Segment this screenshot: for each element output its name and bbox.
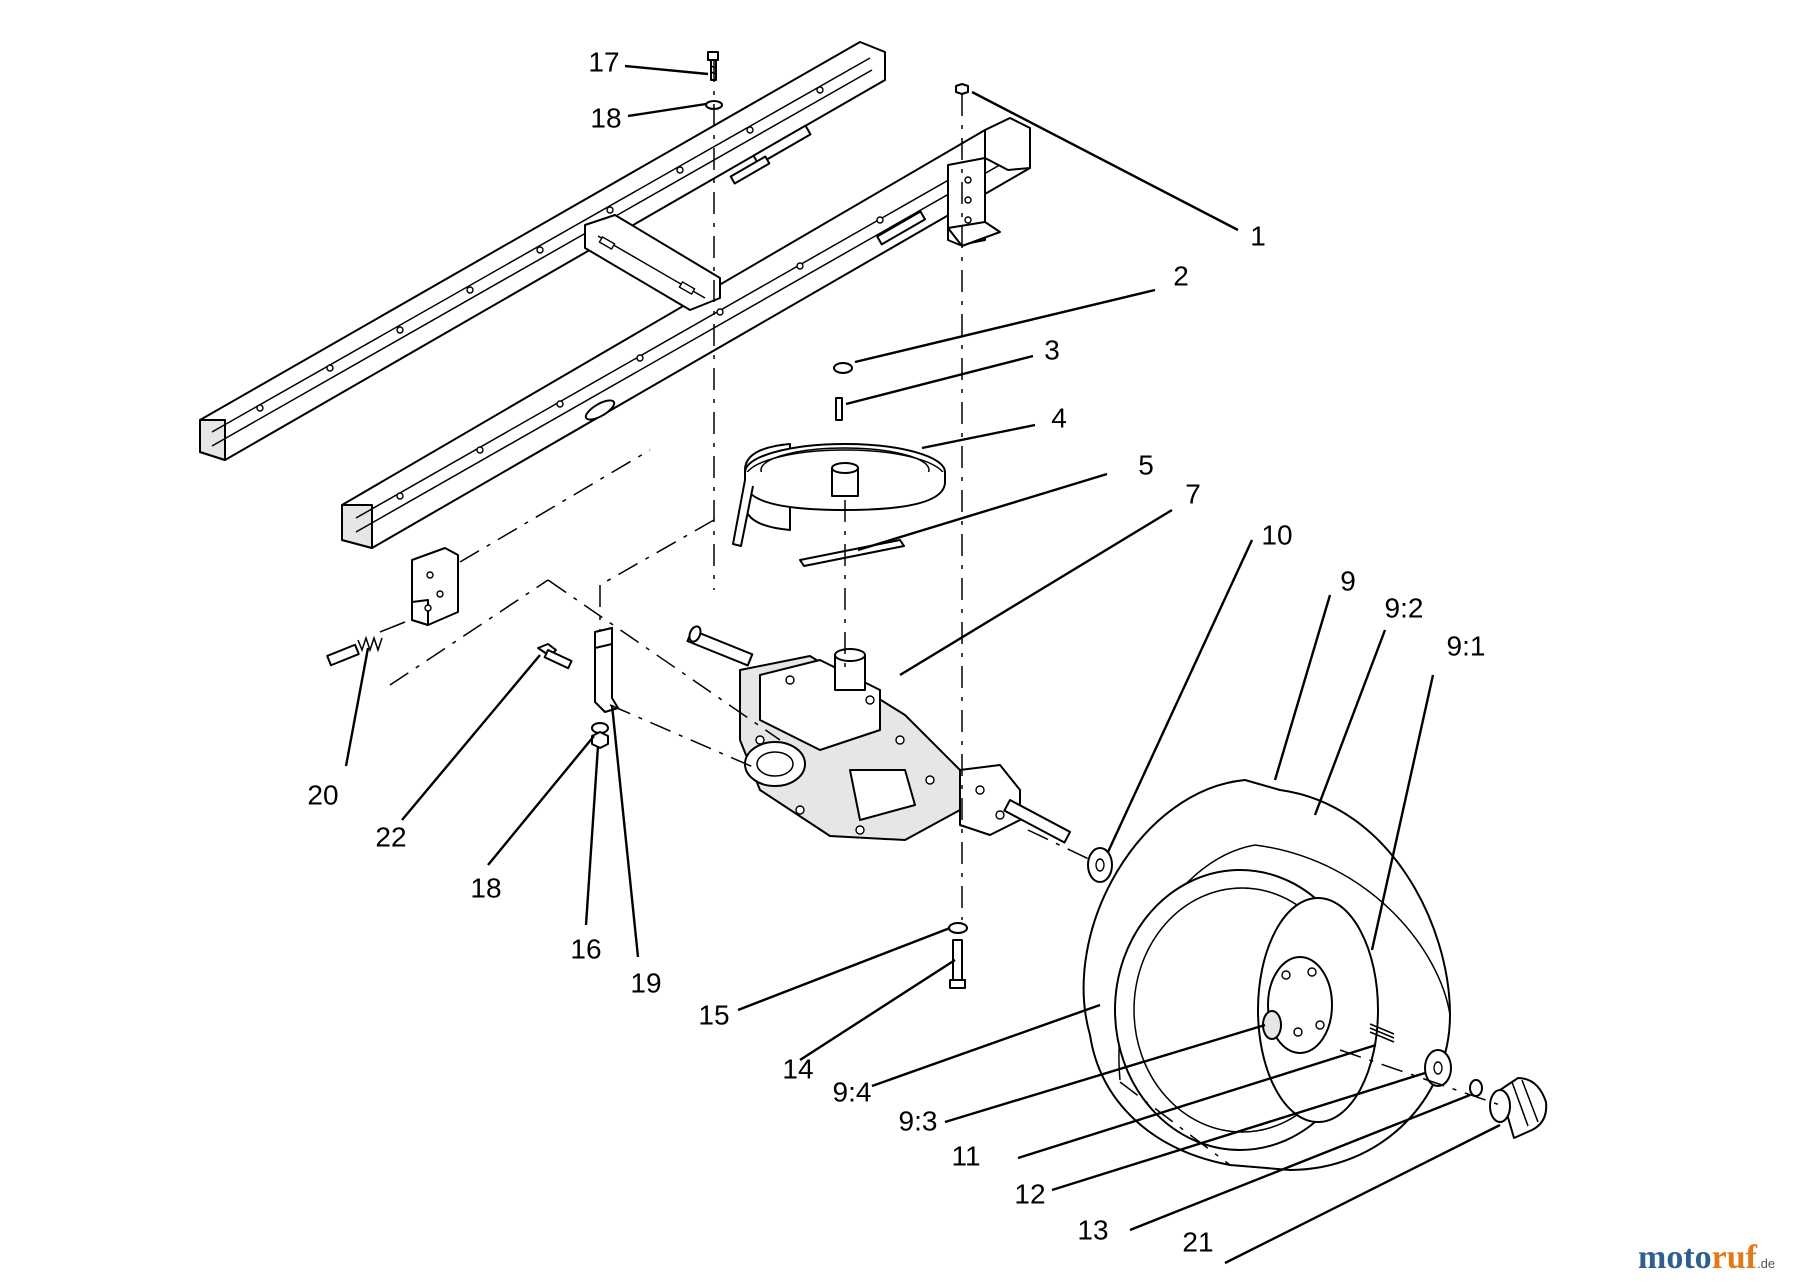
bolt-22 (537, 643, 573, 670)
callout-19: 19 (630, 967, 661, 998)
callout-10: 10 (1261, 519, 1292, 550)
callout-7: 7 (1185, 478, 1201, 509)
callout-3: 3 (1044, 334, 1060, 365)
retaining-ring-13 (1469, 1079, 1483, 1097)
cap-14 (1489, 1077, 1548, 1139)
bracket-left (411, 547, 459, 626)
callout-9: 9 (1340, 565, 1356, 596)
bolt-21 (707, 51, 719, 81)
watermark-suffix: .de (1757, 1256, 1775, 1271)
transaxle-bolts (755, 675, 1005, 835)
frame-rail-lower (341, 117, 1031, 549)
axle-right (1003, 798, 1072, 844)
callout-labels: 17 18 1 2 3 4 5 7 10 9 9:2 9:1 20 22 18 … (307, 46, 1485, 1257)
callout-4: 4 (1051, 402, 1067, 433)
callout-11: 11 (951, 1140, 980, 1171)
spring-20 (326, 621, 406, 667)
key-11 (1369, 1023, 1395, 1043)
callout-16: 15 (698, 999, 729, 1030)
hub-9-3 (1267, 956, 1333, 1054)
key-3 (835, 397, 843, 421)
frame-rail-upper (199, 41, 886, 461)
callout-1: 1 (1250, 220, 1266, 251)
callout-9-4: 9:4 (833, 1076, 872, 1107)
svg-text:motoruf.de: motoruf.de (1638, 1239, 1775, 1276)
watermark-moto: moto (1638, 1239, 1712, 1276)
callout-13: 13 (1077, 1214, 1108, 1245)
leader-lines (344, 64, 1501, 1265)
wheel-assembly-9 (1082, 779, 1451, 1171)
cross-member (584, 214, 721, 311)
bolt-15 (949, 939, 966, 989)
transaxle-7 (686, 625, 1072, 844)
callout-22: 22 (375, 821, 406, 852)
bracket-19 (594, 627, 619, 713)
callout-2: 2 (1173, 260, 1189, 291)
callout-20: 20 (307, 779, 338, 810)
washer-16 (948, 922, 968, 934)
input-shaft-left (686, 625, 754, 667)
callout-14: 21 (1182, 1226, 1213, 1257)
callout-21: 17 (588, 46, 619, 77)
callout-9-1: 9:1 (1447, 630, 1486, 661)
watermark-ruf: ruf (1712, 1239, 1758, 1276)
bracket-right (947, 157, 1001, 247)
callout-15: 14 (782, 1053, 813, 1084)
rail-upper-holes (256, 86, 824, 412)
watermark-logo: motoruf.de (1638, 1239, 1775, 1276)
callout-17: 16 (570, 933, 601, 964)
assembly-lines (389, 60, 1501, 1166)
retaining-ring-2 (833, 362, 853, 374)
callout-18-lower: 18 (470, 872, 501, 903)
callout-9-2: 9:2 (1385, 592, 1424, 623)
callout-12: 12 (1014, 1178, 1045, 1209)
callout-5: 5 (1138, 449, 1154, 480)
nut-1 (955, 83, 969, 95)
callout-9-3: 9:3 (899, 1105, 938, 1136)
callout-18-top: 18 (590, 102, 621, 133)
nut-17 (591, 731, 609, 749)
